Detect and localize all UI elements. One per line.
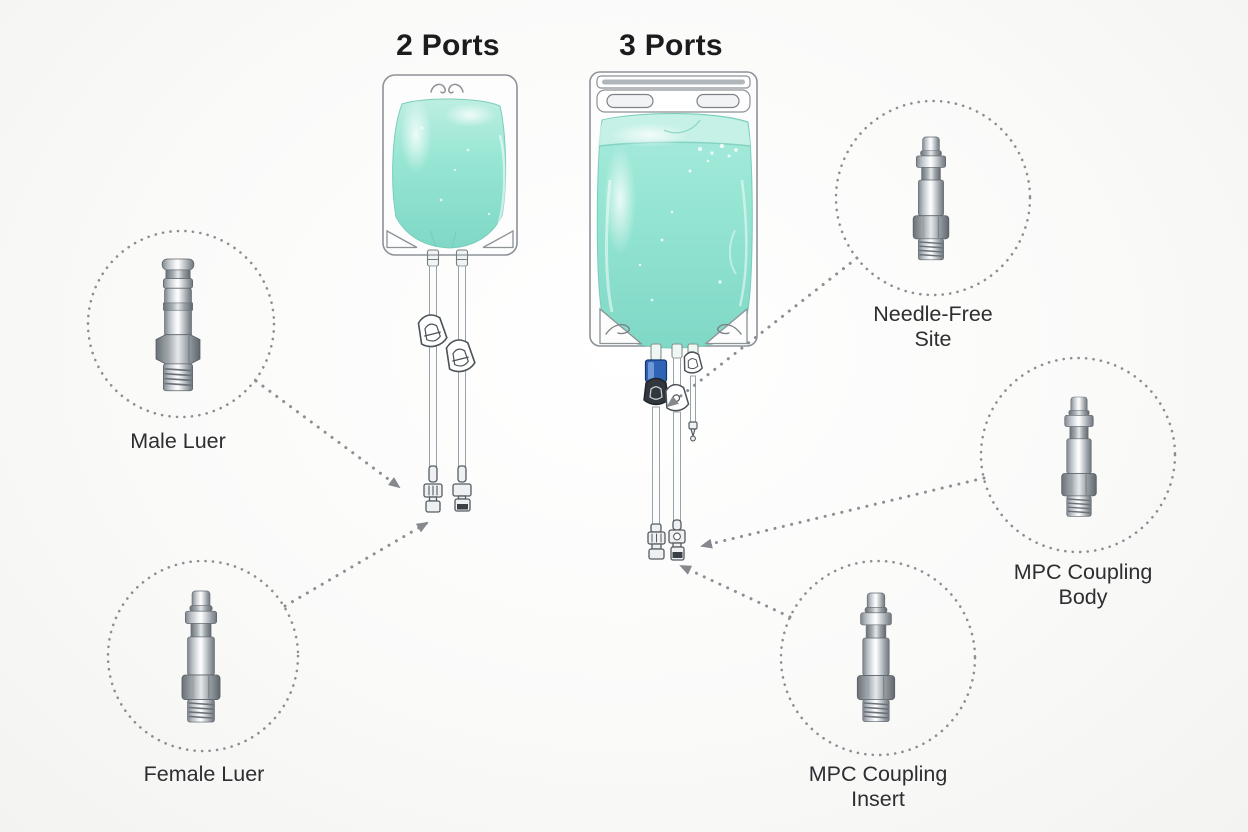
mpc-coupling-insert-label: MPC Coupling Insert [808, 762, 948, 811]
needle-free-site-image [912, 136, 950, 261]
leader-needle-free [666, 256, 859, 408]
male-luer-callout-circle [86, 229, 276, 419]
leader-male-luer [254, 379, 401, 489]
mpc-coupling-body-label: MPC Coupling Body [1013, 560, 1153, 609]
clamp-icon [643, 377, 669, 406]
bag-2port-title: 2 Ports [396, 29, 500, 62]
mpc-coupling-insert-image [856, 592, 896, 723]
tube-tip-connector [688, 421, 698, 439]
female-luer-connector-image [181, 590, 221, 723]
leader-mpc-insert [679, 564, 792, 619]
roller-clamp-icon [445, 339, 476, 373]
mpc-body-callout-circle [979, 356, 1177, 554]
female-luer-label: Female Luer [143, 762, 265, 786]
leader-female-luer [283, 521, 429, 608]
bag-3port-title: 3 Ports [619, 29, 723, 62]
clamp-icon [683, 351, 703, 374]
female-luer-callout-circle [106, 559, 300, 753]
hang-tab-icon [430, 83, 464, 94]
bag-3port-pack [589, 71, 758, 349]
corner-hook-icon [716, 323, 742, 335]
bag-2port-tubes [417, 249, 476, 513]
bag-2port-pack [382, 74, 518, 256]
mpc-insert-callout-circle [779, 559, 977, 757]
mpc-coupling-body-image [1060, 396, 1098, 518]
needle-free-site-label: Needle-Free Site [873, 302, 993, 351]
leader-mpc-body [700, 476, 986, 549]
bubbles [638, 143, 738, 302]
corner-hook-icon [605, 323, 631, 335]
needle-free-callout-circle [834, 99, 1032, 297]
male-luer-label: Male Luer [130, 429, 226, 453]
bag-3port-tubes [643, 343, 703, 561]
roller-clamp-icon [417, 314, 448, 348]
male-luer-connector-image [155, 258, 201, 392]
